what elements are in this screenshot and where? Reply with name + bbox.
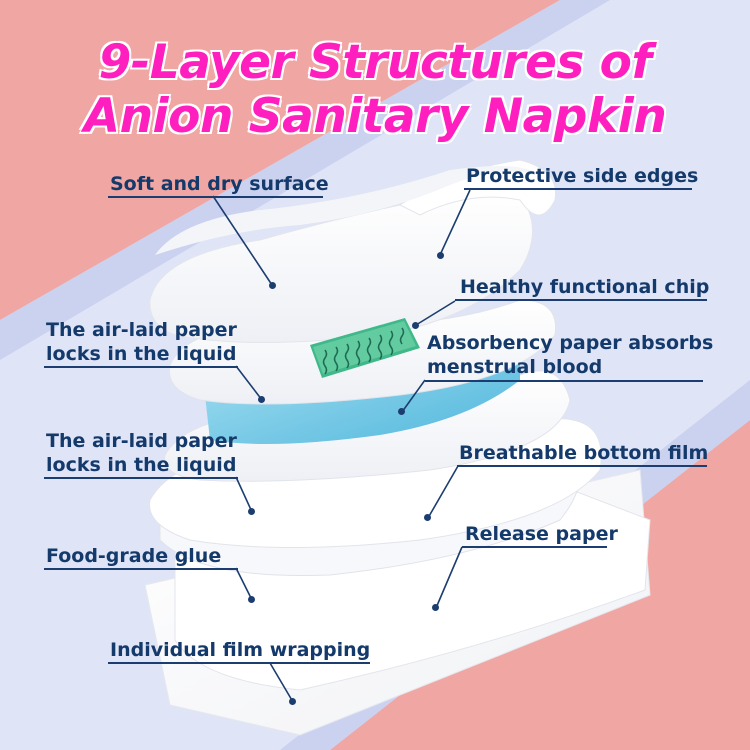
dot-release-paper [432,604,439,611]
label-protective-side-edges: Protective side edges [466,165,699,187]
underline-protective-side-edges [464,188,692,190]
label-absorbency-line1: Absorbency paper absorbs [427,332,714,354]
underline-food-glue [44,568,238,570]
label-soft-dry-surface: Soft and dry surface [110,173,329,195]
dot-airlaid-upper [258,396,265,403]
label-food-glue: Food-grade glue [46,545,222,567]
label-healthy-chip: Healthy functional chip [460,276,710,298]
title-line-2: Anion Sanitary Napkin [83,89,667,144]
underline-airlaid-upper [44,366,238,368]
label-airlaid-lower-line2: locks in the liquid [46,454,237,476]
label-absorbency-line2: menstrual blood [427,356,603,378]
dot-film-wrapping [289,698,296,705]
dot-absorbency [398,408,405,415]
label-airlaid-upper-line2: locks in the liquid [46,343,237,365]
underline-film-wrapping [108,662,370,664]
underline-release-paper [462,546,607,548]
label-airlaid-lower-line1: The air-laid paper [46,430,237,452]
underline-airlaid-lower [44,477,238,479]
underline-breathable-film [457,465,707,467]
title-line-1: 9-Layer Structures of [98,35,652,90]
label-breathable-film: Breathable bottom film [459,442,709,464]
lavender-band-top-left [0,0,610,360]
functional-chip [310,318,420,378]
dot-airlaid-lower [248,508,255,515]
label-film-wrapping: Individual film wrapping [110,639,371,661]
top-back-sheet [155,166,540,255]
underline-soft-dry-surface [108,196,323,198]
dot-soft-dry-surface [269,282,276,289]
dot-protective-side-edges [437,252,444,259]
dot-healthy-chip [412,322,419,329]
label-release-paper: Release paper [465,523,618,545]
underline-healthy-chip [455,299,707,301]
dot-food-glue [248,596,255,603]
label-airlaid-upper-line1: The air-laid paper [46,319,237,341]
dot-breathable-film [424,514,431,521]
underline-absorbency [425,380,703,382]
